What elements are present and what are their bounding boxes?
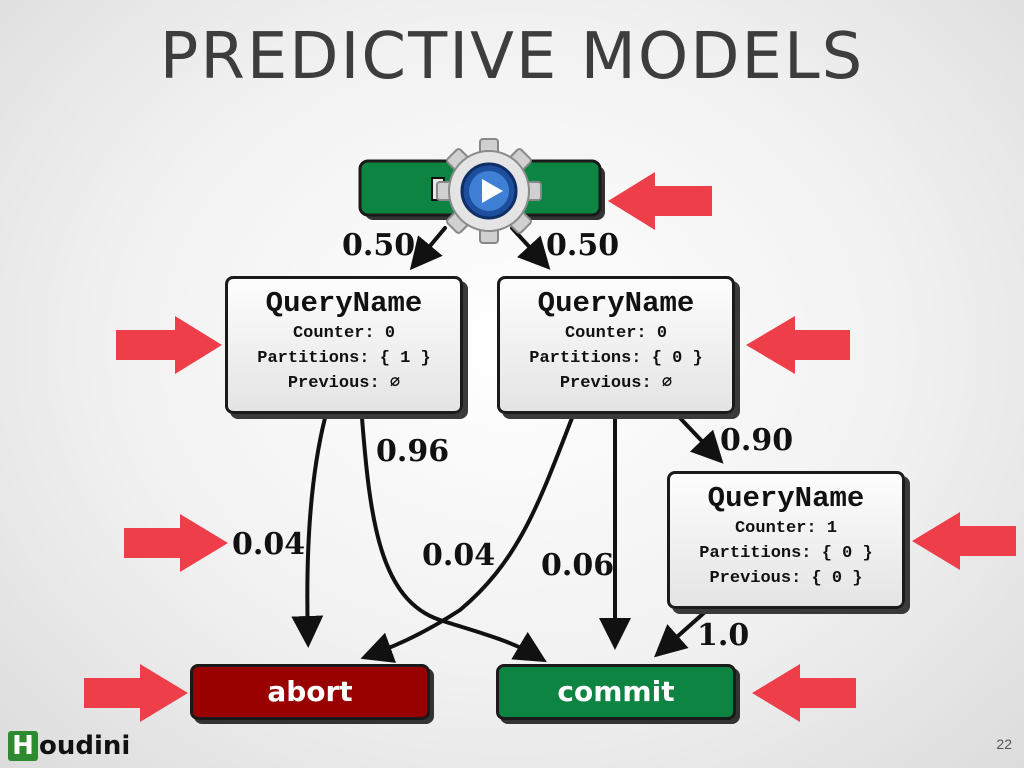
prob-q1-abort: 0.04 — [232, 527, 306, 562]
logo-text: oudini — [39, 731, 131, 761]
pointer-arrow-icon — [608, 172, 712, 230]
pointer-arrow-icon — [124, 514, 228, 572]
houdini-logo: H oudini — [8, 728, 130, 764]
previous-line: Previous: ∅ — [287, 374, 401, 393]
prob-q2-q3: 0.90 — [720, 423, 794, 458]
query-name: QueryName — [265, 287, 423, 320]
edge-q3-commit — [654, 610, 707, 658]
counter-value: 0 — [384, 324, 396, 343]
edge-q2-q3 — [678, 416, 724, 464]
pointer-arrow-icon — [746, 316, 850, 374]
query-node-1: QueryName Counter: 0 Partitions: { 1 } P… — [225, 276, 463, 414]
partitions-line: Partitions: { 0 } — [699, 544, 873, 563]
pointer-arrow-icon — [84, 664, 188, 722]
edge-q1-abort — [291, 416, 327, 648]
logo-initial: H — [8, 731, 38, 761]
edge-q1-commit — [360, 416, 547, 663]
partitions-value: { 1 } — [379, 349, 431, 368]
prob-start-q2: 0.50 — [546, 228, 620, 263]
previous-value: ∅ — [389, 374, 401, 393]
edge-start-q1 — [409, 226, 447, 271]
edge-start-q2 — [510, 226, 551, 270]
partitions-line: Partitions: { 0 } — [529, 349, 703, 368]
prob-start-q1: 0.50 — [342, 228, 416, 263]
query-name: QueryName — [707, 482, 865, 515]
gear-play-icon — [436, 138, 542, 244]
counter-line: Counter: 0 — [564, 324, 668, 343]
partitions-value: { 0 } — [821, 544, 873, 563]
edge-q2-abort — [360, 416, 574, 663]
pointer-arrow-icon — [912, 512, 1016, 570]
previous-value: { 0 } — [811, 569, 863, 588]
pointer-arrow-icon — [116, 316, 222, 374]
counter-value: 0 — [656, 324, 668, 343]
counter-line: Counter: 1 — [734, 519, 838, 538]
prob-q2-commit: 0.06 — [541, 548, 615, 583]
pointer-arrow-icon — [752, 664, 856, 722]
counter-line: Counter: 0 — [292, 324, 396, 343]
previous-line: Previous: ∅ — [559, 374, 673, 393]
query-name: QueryName — [537, 287, 695, 320]
partitions-value: { 0 } — [651, 349, 703, 368]
commit-node: commit — [496, 664, 736, 720]
abort-node: abort — [190, 664, 430, 720]
prob-q3-commit: 1.0 — [697, 618, 750, 653]
query-node-3: QueryName Counter: 1 Partitions: { 0 } P… — [667, 471, 905, 609]
counter-value: 1 — [826, 519, 838, 538]
page-title: PREDICTIVE MODELS — [159, 20, 865, 94]
previous-line: Previous: { 0 } — [709, 569, 863, 588]
page-number: 22 — [996, 736, 1012, 752]
previous-value: ∅ — [661, 374, 673, 393]
partitions-line: Partitions: { 1 } — [257, 349, 431, 368]
prob-q1-commit: 0.96 — [376, 434, 450, 469]
prob-q2-abort: 0.04 — [422, 538, 496, 573]
query-node-2: QueryName Counter: 0 Partitions: { 0 } P… — [497, 276, 735, 414]
